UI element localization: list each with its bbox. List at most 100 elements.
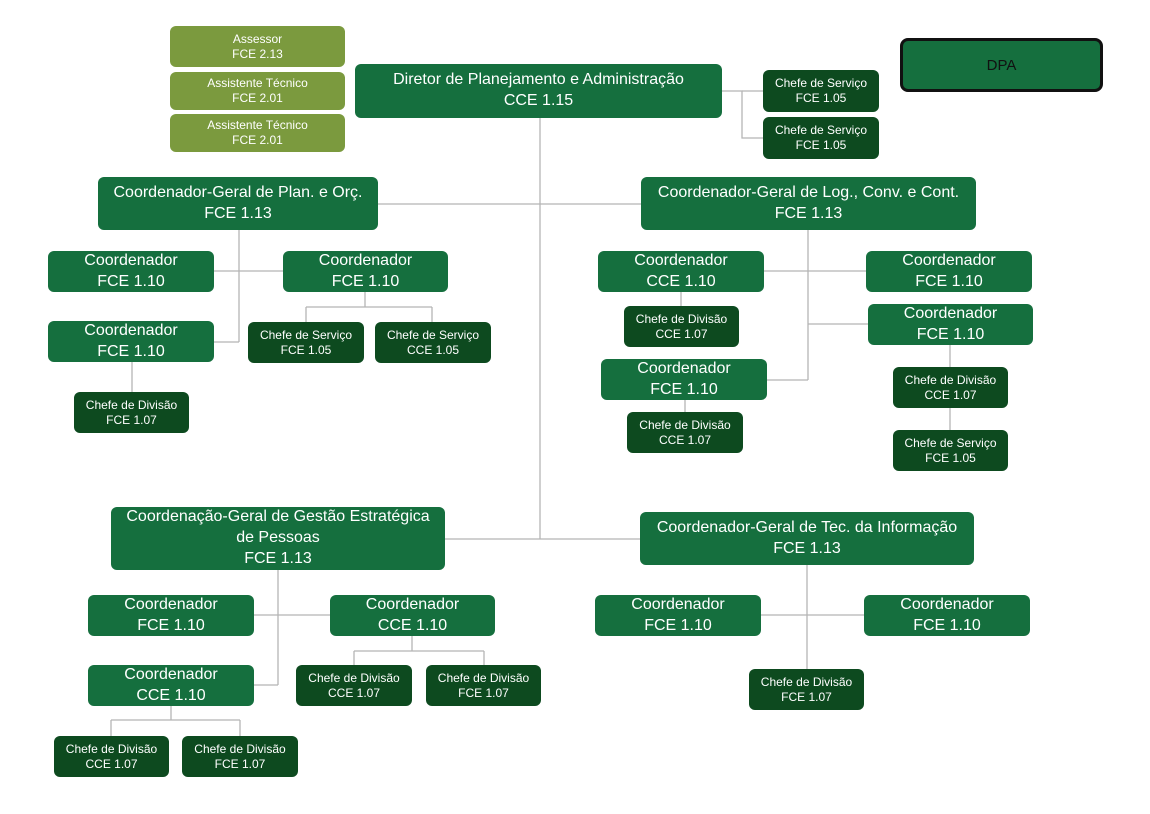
box-title: Coordenador — [902, 251, 996, 269]
box-code: CCE 1.10 — [646, 272, 716, 290]
box-code: FCE 1.10 — [331, 272, 400, 290]
box-code: FCE 1.10 — [97, 342, 165, 360]
division-chief-box: Chefe de Divisão CCE 1.07 — [296, 665, 412, 706]
box-title: Coordenador — [124, 665, 218, 683]
box-title: Chefe de Divisão — [65, 741, 158, 756]
division-chief-box: Chefe de Divisão FCE 1.07 — [426, 665, 541, 706]
coordinator-box: Coordenador CCE 1.10 — [88, 665, 254, 706]
box-title: Coordenador — [631, 595, 725, 613]
legend-dpa: DPA — [900, 38, 1103, 92]
box-title: Chefe de Divisão — [437, 670, 530, 685]
box-code: FCE 1.10 — [644, 616, 712, 634]
box-code: CCE 1.15 — [503, 92, 574, 109]
coordinator-box: Coordenador FCE 1.10 — [864, 595, 1030, 636]
service-chief-box: Chefe de Serviço CCE 1.05 — [375, 322, 491, 363]
box-title: Chefe de Serviço — [774, 123, 868, 137]
coordinator-box: Coordenador FCE 1.10 — [283, 251, 448, 292]
box-title: Coordenador — [84, 251, 178, 269]
box-title: Chefe de Serviço — [386, 327, 480, 342]
box-code: FCE 1.13 — [773, 539, 841, 557]
box-title: Assessor — [232, 31, 283, 46]
box-code: FCE 2.13 — [232, 46, 283, 61]
box-title: Chefe de Serviço — [259, 327, 353, 342]
box-title: Chefe de Divisão — [639, 417, 731, 432]
box-code: CCE 1.07 — [327, 685, 381, 700]
advisor-box: Assistente Técnico FCE 2.01 — [170, 114, 345, 152]
box-code: CCE 1.07 — [655, 326, 708, 341]
box-code: FCE 1.10 — [97, 272, 165, 290]
box-title: Assistente Técnico — [207, 76, 308, 90]
division-chief-box: Chefe de Divisão CCE 1.07 — [893, 367, 1008, 408]
box-code: CCE 1.10 — [377, 616, 448, 634]
box-code: FCE 1.10 — [650, 380, 718, 398]
box-title: Coordenador — [124, 595, 218, 613]
box-code: FCE 1.07 — [781, 689, 832, 704]
division-chief-box: Chefe de Divisão FCE 1.07 — [74, 392, 189, 433]
box-title: Coordenador — [365, 595, 460, 613]
box-title: Chefe de Divisão — [308, 670, 400, 685]
box-title: Chefe de Divisão — [635, 311, 728, 326]
coordinator-box: Coordenador FCE 1.10 — [595, 595, 761, 636]
division-chief-box: Chefe de Divisão CCE 1.07 — [54, 736, 169, 777]
box-code: CCE 1.07 — [924, 387, 977, 402]
box-code: FCE 1.10 — [916, 325, 985, 343]
general-coordinator-box: Coordenador-Geral de Log., Conv. e Cont.… — [641, 177, 976, 230]
service-chief-box: Chefe de Serviço FCE 1.05 — [893, 430, 1008, 471]
box-code: FCE 1.13 — [774, 204, 843, 222]
box-title: Coordenador — [634, 251, 728, 269]
box-code: FCE 1.05 — [795, 91, 847, 105]
box-code: FCE 2.01 — [232, 133, 283, 147]
box-code: FCE 1.10 — [137, 616, 205, 634]
box-title: Chefe de Serviço — [904, 435, 997, 450]
box-code: CCE 1.07 — [85, 756, 138, 771]
coordinator-box: Coordenador FCE 1.10 — [88, 595, 254, 636]
box-title: Chefe de Divisão — [194, 741, 286, 756]
division-chief-box: Chefe de Divisão CCE 1.07 — [624, 306, 739, 347]
service-chief-box: Chefe de Serviço FCE 1.05 — [248, 322, 364, 363]
box-code: FCE 1.10 — [913, 616, 981, 634]
division-chief-box: Chefe de Divisão FCE 1.07 — [749, 669, 864, 710]
box-title: Assistente Técnico — [207, 118, 308, 132]
coordinator-box: Coordenador FCE 1.10 — [48, 321, 214, 362]
box-code: FCE 1.05 — [795, 138, 847, 152]
box-code: FCE 1.13 — [244, 549, 312, 567]
box-title: Coordenador-Geral de Log., Conv. e Cont. — [657, 183, 960, 201]
box-code: FCE 1.05 — [280, 342, 332, 357]
box-title: Coordenador-Geral de Tec. da Informação — [656, 518, 958, 536]
box-title: Coordenador — [900, 595, 994, 613]
box-title: Chefe de Divisão — [904, 372, 997, 387]
coordinator-box: Coordenador FCE 1.10 — [601, 359, 767, 400]
box-code: CCE 1.05 — [406, 342, 460, 357]
general-coordinator-box: Coordenador-Geral de Tec. da Informação … — [640, 512, 974, 565]
coordinator-box: Coordenador FCE 1.10 — [866, 251, 1032, 292]
box-code: FCE 2.01 — [232, 91, 283, 105]
box-title: Chefe de Serviço — [774, 76, 868, 90]
box-title: Coordenador — [903, 304, 998, 322]
coordinator-box: Coordenador FCE 1.10 — [48, 251, 214, 292]
advisor-box: Assessor FCE 2.13 — [170, 26, 345, 67]
box-title: Coordenador — [84, 321, 178, 339]
box-code: FCE 1.05 — [925, 450, 976, 465]
box-code: FCE 1.13 — [204, 204, 272, 222]
box-code: CCE 1.07 — [658, 432, 712, 447]
box-code: CCE 1.10 — [136, 686, 206, 704]
box-code: FCE 1.07 — [106, 412, 157, 427]
general-coordinator-box: Coordenação-Geral de Gestão Estratégica … — [111, 507, 445, 570]
box-title: Coordenador — [637, 359, 731, 377]
box-code: FCE 1.07 — [214, 756, 266, 771]
legend-label: DPA — [986, 56, 1017, 74]
box-code: FCE 1.07 — [458, 685, 509, 700]
box-title: Coordenador — [318, 251, 413, 269]
box-title: Diretor de Planejamento e Administração — [393, 71, 684, 89]
box-title: Chefe de Divisão — [760, 674, 853, 689]
advisor-box: Assistente Técnico FCE 2.01 — [170, 72, 345, 110]
box-code: FCE 1.10 — [915, 272, 983, 290]
coordinator-box: Coordenador CCE 1.10 — [330, 595, 495, 636]
service-chief-box: Chefe de Serviço FCE 1.05 — [763, 117, 879, 159]
director-box: Diretor de Planejamento e Administração … — [355, 64, 722, 118]
general-coordinator-box: Coordenador-Geral de Plan. e Orç. FCE 1.… — [98, 177, 378, 230]
division-chief-box: Chefe de Divisão CCE 1.07 — [627, 412, 743, 453]
box-title: Coordenação-Geral de Gestão Estratégica … — [126, 508, 430, 547]
box-title: Coordenador-Geral de Plan. e Orç. — [113, 183, 363, 201]
